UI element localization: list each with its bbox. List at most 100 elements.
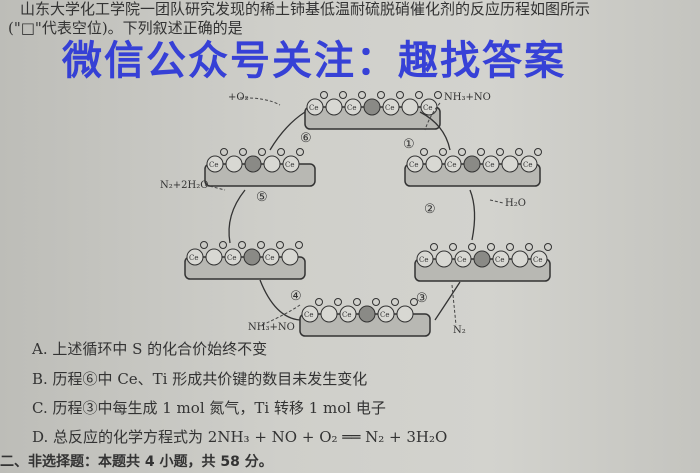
atom-label: Ce: [533, 256, 543, 264]
ce-atom: [520, 155, 538, 173]
ce-atom: [444, 155, 462, 173]
cycle-arrow: [419, 111, 451, 151]
species-label-out3: N₂: [453, 325, 466, 336]
oxygen-atom: [434, 91, 442, 99]
species-label-in1: NH₃+NO: [444, 92, 491, 103]
cycle-arrow: [228, 189, 246, 244]
watermark: 微信公众号关注：趣找答案: [62, 38, 566, 84]
oxygen-atom: [430, 243, 438, 251]
ce-atom: [530, 250, 548, 268]
step-label: ⑥: [300, 131, 312, 146]
atom-label: Ce: [495, 256, 505, 264]
oxygen-atom: [468, 243, 476, 251]
oxygen-atom: [277, 148, 285, 156]
ce-atom: [435, 250, 453, 268]
oxygen-atom: [377, 91, 385, 99]
ce-atom: [306, 98, 324, 116]
atom-label: Ce: [265, 254, 275, 262]
oxygen-atom: [296, 148, 304, 156]
species-label-out2: H₂O: [505, 198, 526, 209]
ti-atom: [363, 98, 381, 116]
oxygen-atom: [525, 243, 533, 251]
oxygen-atom: [487, 243, 495, 251]
step-label: ④: [290, 289, 302, 304]
oxygen-atom: [496, 148, 504, 156]
atom-label: Ce: [309, 104, 319, 112]
atom-label: Ce: [285, 161, 295, 169]
ce-atom: [396, 305, 414, 323]
option-b: B. 历程⑥中 Ce、Ti 形成共价键的数目未发生变化: [32, 370, 368, 388]
atom-label: Ce: [447, 161, 457, 169]
step-label: ②: [424, 202, 436, 217]
species-label-in6: +O₂: [228, 92, 249, 103]
oxygen-atom: [372, 298, 380, 306]
ce-atom: [454, 250, 472, 268]
ti-atom: [358, 305, 376, 323]
step-label: ③: [416, 291, 428, 306]
ce-atom: [281, 248, 299, 266]
cycle-arrow: [259, 279, 301, 321]
cycle-arrow: [434, 281, 461, 321]
oxygen-atom: [515, 148, 523, 156]
ce-atom: [401, 98, 419, 116]
ce-atom: [225, 155, 243, 173]
ce-atom: [325, 98, 343, 116]
species-arrow: [489, 199, 504, 204]
ce-atom: [420, 98, 438, 116]
atom-label: Ce: [347, 104, 357, 112]
ce-atom: [377, 305, 395, 323]
species-arrow: [424, 102, 441, 131]
oxygen-atom: [219, 241, 227, 249]
oxygen-atom: [238, 241, 246, 249]
atom-label: Ce: [419, 256, 429, 264]
atom-label: Ce: [227, 254, 237, 262]
oxygen-atom: [458, 148, 466, 156]
ce-atom: [263, 155, 281, 173]
atom-label: Ce: [304, 311, 314, 319]
oxygen-atom: [449, 243, 457, 251]
ce-atom: [262, 248, 280, 266]
oxygen-atom: [415, 91, 423, 99]
oxygen-atom: [410, 298, 418, 306]
oxygen-atom: [506, 243, 514, 251]
oxygen-atom: [320, 91, 328, 99]
ce-atom: [416, 250, 434, 268]
atom-label: Ce: [385, 104, 395, 112]
ce-atom: [282, 155, 300, 173]
ce-atom: [501, 155, 519, 173]
atom-label: Ce: [342, 311, 352, 319]
ce-atom: [492, 250, 510, 268]
ce-atom: [482, 155, 500, 173]
atom-label: Ce: [423, 104, 433, 112]
oxygen-atom: [439, 148, 447, 156]
atom-label: Ce: [485, 161, 495, 169]
ce-atom: [205, 248, 223, 266]
oxygen-atom: [534, 148, 542, 156]
species-arrow: [239, 97, 281, 106]
atom-label: Ce: [523, 161, 533, 169]
ti-atom: [473, 250, 491, 268]
oxygen-atom: [200, 241, 208, 249]
ce-atom: [186, 248, 204, 266]
species-arrow: [451, 284, 457, 326]
ce-atom: [382, 98, 400, 116]
species-label-out5: N₂+2H₂O: [160, 180, 208, 191]
species-arrow: [204, 184, 226, 191]
ce-atom: [344, 98, 362, 116]
ce-atom: [511, 250, 529, 268]
ti-atom: [463, 155, 481, 173]
oxygen-atom: [358, 91, 366, 99]
oxygen-atom: [258, 148, 266, 156]
oxygen-atom: [220, 148, 228, 156]
atom-label: Ce: [380, 311, 390, 319]
ti-atom: [243, 248, 261, 266]
oxygen-atom: [396, 91, 404, 99]
ti-atom: [244, 155, 262, 173]
cycle-arrow: [269, 111, 306, 151]
oxygen-atom: [257, 241, 265, 249]
oxygen-atom: [544, 243, 552, 251]
oxygen-atom: [239, 148, 247, 156]
step-label: ①: [403, 137, 415, 152]
oxygen-atom: [353, 298, 361, 306]
